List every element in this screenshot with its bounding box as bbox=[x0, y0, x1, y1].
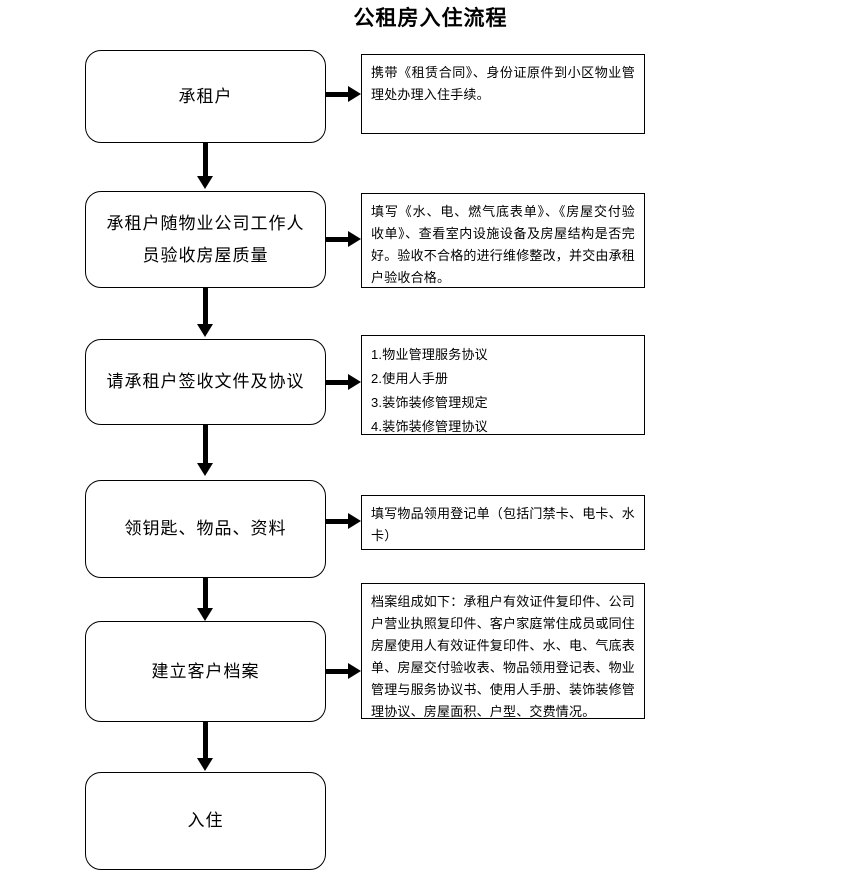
connector-step-4-to-note bbox=[326, 519, 350, 524]
flow-note-text: 携带《租赁合同》、身份证原件到小区物业管理处办理入住手续。 bbox=[371, 65, 635, 102]
connector-step-1-to-note bbox=[326, 92, 350, 97]
connector-arrowhead-right bbox=[348, 86, 361, 102]
connector-step-4-to-step-5 bbox=[203, 578, 208, 610]
flow-node-label: 承租户随物业公司工作人 员验收房屋质量 bbox=[106, 213, 305, 265]
flow-note-step-4: 填写物品领用登记单（包括门禁卡、电卡、水卡） bbox=[361, 495, 645, 550]
connector-arrowhead-down bbox=[197, 176, 213, 189]
flow-node-step-5[interactable]: 建立客户档案 bbox=[85, 621, 326, 722]
flow-node-label: 承租户 bbox=[178, 86, 233, 106]
connector-step-2-to-note bbox=[326, 237, 350, 242]
flow-note-step-2: 填写《水、电、燃气底表单》、《房屋交付验收单》、查看室内设施设备及房屋结构是否完… bbox=[361, 193, 645, 288]
flow-node-step-4[interactable]: 领钥匙、物品、资料 bbox=[85, 480, 326, 578]
flow-note-step-5: 档案组成如下：承租户有效证件复印件、公司户营业执照复印件、客户家庭常住成员或同住… bbox=[361, 583, 645, 719]
flow-note-text: 填写《水、电、燃气底表单》、《房屋交付验收单》、查看室内设施设备及房屋结构是否完… bbox=[371, 204, 636, 285]
connector-arrowhead-down bbox=[197, 463, 213, 476]
flow-note-step-3: 1.物业管理服务协议 2.使用人手册 3.装饰装修管理规定 4.装饰装修管理协议 bbox=[361, 335, 645, 435]
connector-step-1-to-step-2 bbox=[203, 143, 208, 178]
connector-step-3-to-step-4 bbox=[203, 425, 208, 465]
connector-arrowhead-right bbox=[348, 231, 361, 247]
flow-note-text: 填写物品领用登记单（包括门禁卡、电卡、水卡） bbox=[371, 506, 636, 543]
flow-node-step-1[interactable]: 承租户 bbox=[85, 50, 326, 143]
connector-arrowhead-down bbox=[197, 608, 213, 621]
connector-arrowhead-down bbox=[197, 324, 213, 337]
connector-arrowhead-right bbox=[348, 663, 361, 679]
flow-node-label: 建立客户档案 bbox=[151, 661, 260, 681]
flow-note-text: 1.物业管理服务协议 2.使用人手册 3.装饰装修管理规定 4.装饰装修管理协议 bbox=[371, 347, 488, 434]
flow-node-label: 领钥匙、物品、资料 bbox=[124, 519, 287, 538]
connector-step-5-to-note bbox=[326, 669, 350, 674]
connector-arrowhead-down bbox=[197, 758, 213, 771]
flow-node-step-3[interactable]: 请承租户签收文件及协议 bbox=[85, 339, 326, 425]
flow-node-label: 入住 bbox=[187, 811, 224, 830]
connector-arrowhead-right bbox=[348, 513, 361, 529]
flow-note-text: 档案组成如下：承租户有效证件复印件、公司户营业执照复印件、客户家庭常住成员或同住… bbox=[371, 594, 636, 719]
flow-node-step-2[interactable]: 承租户随物业公司工作人 员验收房屋质量 bbox=[85, 191, 326, 288]
flow-node-step-6[interactable]: 入住 bbox=[85, 772, 326, 870]
connector-step-5-to-step-6 bbox=[203, 722, 208, 760]
flow-node-label: 请承租户签收文件及协议 bbox=[106, 372, 305, 391]
flow-note-step-1: 携带《租赁合同》、身份证原件到小区物业管理处办理入住手续。 bbox=[361, 54, 645, 134]
connector-step-3-to-note bbox=[326, 380, 350, 385]
connector-step-2-to-step-3 bbox=[203, 288, 208, 326]
connector-arrowhead-right bbox=[348, 374, 361, 390]
page-title: 公租房入住流程 bbox=[353, 7, 508, 30]
